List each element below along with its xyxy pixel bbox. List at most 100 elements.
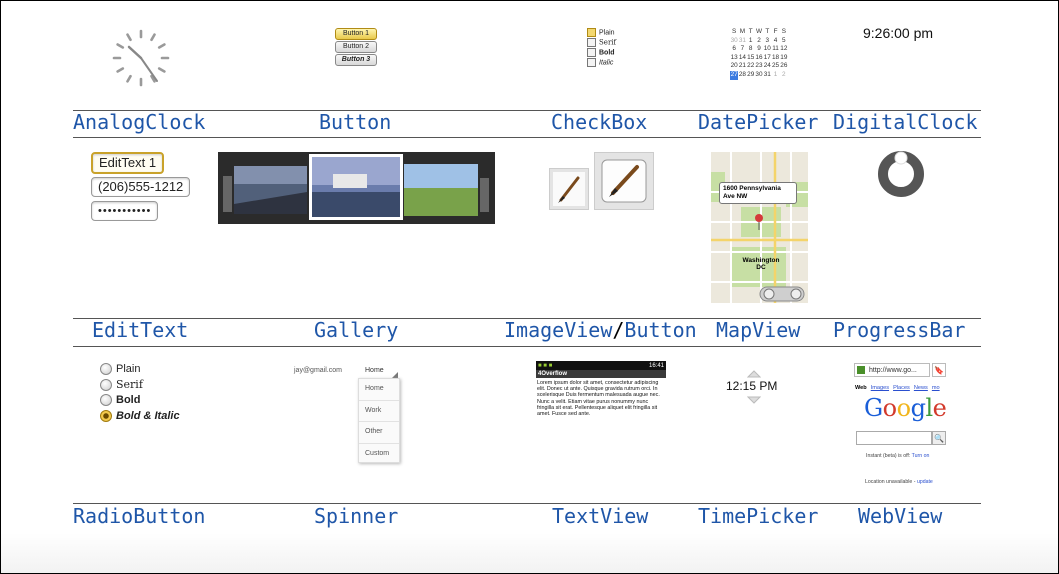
date-cell[interactable]: 10 xyxy=(763,45,771,53)
date-cell[interactable]: 4 xyxy=(773,36,778,44)
date-cell[interactable]: 13 xyxy=(730,53,738,61)
date-cell[interactable]: 28 xyxy=(738,70,746,78)
password-field[interactable]: ••••••••••• xyxy=(91,201,159,221)
date-cell[interactable]: 31 xyxy=(738,36,746,44)
button-3[interactable]: Button 3 xyxy=(335,54,377,66)
date-cell[interactable]: 9 xyxy=(757,45,761,53)
phone-field[interactable]: (206)555-1212 xyxy=(91,177,191,197)
analog-clock xyxy=(112,29,170,87)
checkbox-italic[interactable]: Italic xyxy=(587,58,613,68)
digital-clock: 9:26:00 pm xyxy=(863,25,934,41)
button-1[interactable]: Button 1 xyxy=(335,28,377,40)
date-cell[interactable]: 2 xyxy=(757,36,761,44)
spinner-selected[interactable]: Home xyxy=(365,367,384,374)
label-checkbox: CheckBox xyxy=(551,110,648,134)
radio-bold-italic[interactable]: Bold & Italic xyxy=(100,409,180,424)
date-cell[interactable]: 18 xyxy=(771,53,780,61)
date-cell[interactable]: 8 xyxy=(748,45,753,53)
nav-link-images[interactable]: Images xyxy=(870,385,890,391)
clock-tick xyxy=(157,43,166,49)
update-link[interactable]: update xyxy=(916,479,933,485)
google-logo: Google xyxy=(864,394,947,422)
label-map-view: MapView xyxy=(716,318,801,342)
nav-link-news[interactable]: News xyxy=(913,385,928,391)
gallery[interactable] xyxy=(218,152,495,224)
url-bar[interactable]: http://www.go... xyxy=(854,363,930,377)
date-cell[interactable]: 22 xyxy=(747,62,755,70)
date-cell[interactable]: 31 xyxy=(763,70,771,78)
time-picker-value[interactable]: 12:15 PM xyxy=(726,379,778,393)
radio-bold[interactable]: Bold xyxy=(100,393,140,408)
date-cell[interactable]: 24 xyxy=(763,62,771,70)
date-cell[interactable]: 14 xyxy=(738,53,746,61)
date-cell[interactable]: 21 xyxy=(738,62,746,70)
date-cell[interactable]: 30 xyxy=(730,36,738,44)
checkbox-serif[interactable]: Serif xyxy=(587,38,616,48)
date-cell[interactable]: 11 xyxy=(772,45,779,53)
button-2[interactable]: Button 2 xyxy=(335,41,377,53)
date-cell[interactable]: 1 xyxy=(773,70,778,78)
weekday-label: T xyxy=(765,28,770,35)
edit-text-field[interactable]: EditText 1 xyxy=(91,152,165,174)
date-cell[interactable]: 1 xyxy=(748,36,753,44)
turn-on-link[interactable]: Turn on xyxy=(911,453,930,459)
checkbox-plain[interactable]: Plain xyxy=(587,28,615,38)
weekday-label: W xyxy=(755,28,762,35)
date-cell[interactable]: 3 xyxy=(765,36,770,44)
date-cell[interactable]: 26 xyxy=(780,62,788,70)
search-icon[interactable]: 🔍 xyxy=(932,431,946,445)
nav-link-places[interactable]: Places xyxy=(893,385,910,391)
date-cell[interactable]: 23 xyxy=(755,62,763,70)
radio-plain[interactable]: Plain xyxy=(100,362,140,377)
date-cell[interactable]: 16 xyxy=(755,53,763,61)
nav-link-more[interactable]: mo xyxy=(931,385,940,391)
checkbox-label: Italic xyxy=(599,59,614,67)
label-spinner: Spinner xyxy=(314,504,399,528)
label-image-view-button: ImageView/Button xyxy=(504,318,697,342)
date-cell[interactable]: 20 xyxy=(730,62,738,70)
date-cell[interactable]: 5 xyxy=(782,36,786,44)
spinner-option[interactable]: Other xyxy=(359,422,399,444)
radio-serif[interactable]: Serif xyxy=(100,377,143,392)
spinner-option[interactable]: Work xyxy=(359,401,399,422)
date-cell[interactable]: 12 xyxy=(780,45,788,53)
date-cell[interactable]: 6 xyxy=(732,45,736,53)
image-button[interactable] xyxy=(594,152,654,210)
spinner-option[interactable]: Home xyxy=(359,379,399,401)
checkbox-bold[interactable]: Bold xyxy=(587,48,615,58)
nav-link-web[interactable]: Web xyxy=(855,385,867,391)
map-view[interactable]: 1600 Pennsylvania Ave NW Washington DC xyxy=(711,152,808,303)
spinner-arrow-icon[interactable] xyxy=(392,372,398,378)
checkbox-icon xyxy=(587,58,596,67)
date-cell[interactable]: 25 xyxy=(771,62,780,70)
date-cell[interactable]: 2 xyxy=(782,70,786,78)
map-city-label: Washington DC xyxy=(742,257,780,271)
logo-letter: G xyxy=(864,394,883,422)
divider xyxy=(73,318,981,319)
date-cell[interactable]: 7 xyxy=(740,45,745,53)
date-cell[interactable]: 19 xyxy=(780,53,788,61)
clock-tick xyxy=(157,67,166,73)
clock-tick xyxy=(116,67,125,73)
date-cell[interactable]: 15 xyxy=(747,53,755,61)
map-callout[interactable]: 1600 Pennsylvania Ave NW xyxy=(719,182,797,204)
label-web-view: WebView xyxy=(858,504,943,528)
date-cell[interactable]: 29 xyxy=(747,70,755,78)
date-cell-today[interactable]: 27 xyxy=(730,70,739,80)
notification-icons: ■ ■ ■ xyxy=(538,362,553,369)
checkbox-icon xyxy=(587,38,596,47)
divider xyxy=(73,137,981,138)
checkbox-label: Bold xyxy=(599,49,615,57)
label-radio-button: RadioButton xyxy=(73,504,206,528)
spinner-option[interactable]: Custom xyxy=(365,449,390,457)
logo-letter: l xyxy=(925,394,933,422)
time-picker-arrows[interactable] xyxy=(747,370,761,404)
bookmark-icon[interactable]: 🔖 xyxy=(932,363,946,377)
date-cell[interactable]: 17 xyxy=(763,53,771,61)
date-cell[interactable]: 30 xyxy=(755,70,763,78)
label-button: Button xyxy=(319,110,392,134)
search-input[interactable] xyxy=(856,431,932,445)
